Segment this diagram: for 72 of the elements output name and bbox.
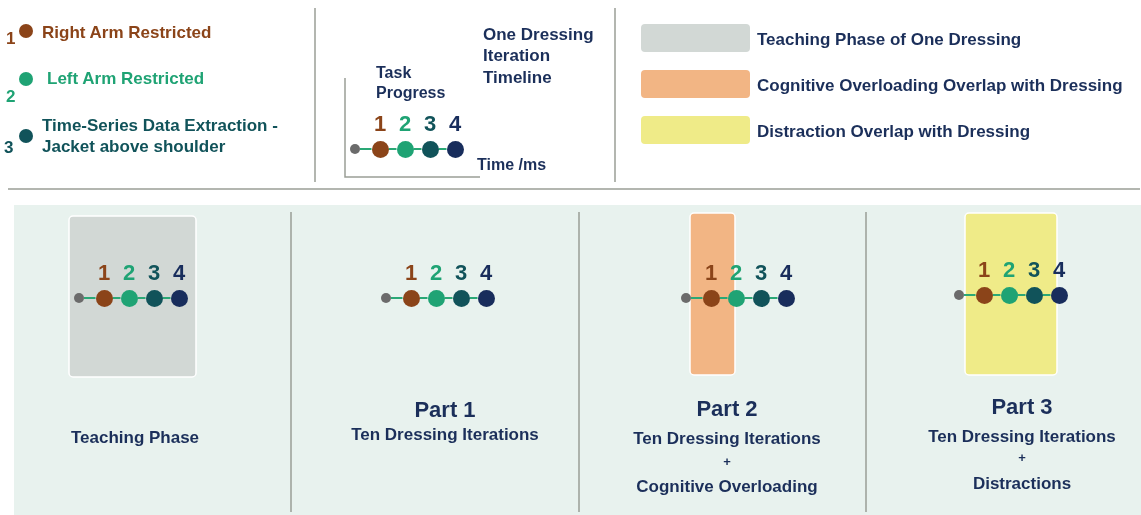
chart-label: Task Progress: [376, 63, 447, 103]
chart-label: One Dressing Iteration Timeline: [483, 24, 595, 88]
phase-label: Part 1: [413, 396, 477, 424]
connector-line: [991, 294, 1002, 296]
step-number: 4: [447, 111, 463, 137]
connector-line: [359, 148, 373, 150]
connector-line: [412, 148, 423, 150]
step-number: 4: [171, 260, 187, 286]
phase-label: Ten Dressing Iterations: [632, 428, 822, 450]
step-number: 2: [1001, 257, 1017, 283]
connector-line: [743, 297, 754, 299]
phase-label: Distractions: [971, 473, 1073, 495]
step-number: 2: [121, 260, 137, 286]
legend-text: Left Arm Restricted: [47, 68, 205, 90]
connector-line: [690, 297, 704, 299]
phase-label: Ten Dressing Iterations: [350, 424, 540, 446]
connector-line: [418, 297, 429, 299]
step-number: 3: [453, 260, 469, 286]
connector-line: [136, 297, 147, 299]
connector-line: [1016, 294, 1027, 296]
legend-text: Distraction Overlap with Dressing: [757, 121, 1030, 143]
step-number: 2: [728, 260, 744, 286]
step-number: 1: [703, 260, 719, 286]
timeline-dot: [371, 140, 389, 158]
step-number: 4: [778, 260, 794, 286]
phase-label: Part 2: [695, 395, 759, 423]
step-number: 4: [1051, 257, 1067, 283]
step-number: 3: [422, 111, 438, 137]
step-number: 2: [428, 260, 444, 286]
connector-line: [83, 297, 97, 299]
legend-number: 1: [6, 28, 16, 50]
step-number: 1: [976, 257, 992, 283]
phase-label: Cognitive Overloading: [635, 476, 819, 498]
phase-label: Ten Dressing Iterations: [927, 426, 1117, 448]
legend-number: 2: [6, 86, 16, 108]
timeline-dot: [396, 140, 414, 158]
step-number: 1: [372, 111, 388, 137]
start-dot: [954, 290, 964, 300]
step-number: 2: [397, 111, 413, 137]
legend-text: Cognitive Overloading Overlap with Dressing: [757, 75, 1123, 97]
connector-line: [963, 294, 977, 296]
legend-number: 3: [4, 137, 14, 159]
connector-line: [718, 297, 729, 299]
chart-label: Time /ms: [477, 155, 547, 175]
legend-text: Right Arm Restricted: [42, 22, 212, 44]
connector-line: [437, 148, 448, 150]
start-dot: [381, 293, 391, 303]
connector-line: [390, 297, 404, 299]
phase-label: Teaching Phase: [69, 427, 201, 449]
step-number: 1: [96, 260, 112, 286]
start-dot: [681, 293, 691, 303]
phase-label: +: [1017, 450, 1027, 467]
connector-line: [111, 297, 122, 299]
step-number: 3: [146, 260, 162, 286]
phase-label: +: [722, 454, 732, 471]
step-number: 3: [753, 260, 769, 286]
connector-line: [443, 297, 454, 299]
start-dot: [350, 144, 360, 154]
connector-line: [1041, 294, 1052, 296]
connector-line: [468, 297, 479, 299]
phase-label: Part 3: [990, 393, 1054, 421]
step-number: 3: [1026, 257, 1042, 283]
legend-text: Time-Series Data Extraction - Jacket above shoulder: [42, 115, 279, 158]
start-dot: [74, 293, 84, 303]
connector-line: [768, 297, 779, 299]
step-number: 4: [478, 260, 494, 286]
step-number: 1: [403, 260, 419, 286]
timeline-dot: [446, 140, 464, 158]
timeline-dot: [421, 140, 439, 158]
connector-line: [387, 148, 398, 150]
connector-line: [161, 297, 172, 299]
legend-text: Teaching Phase of One Dressing: [757, 29, 1022, 51]
